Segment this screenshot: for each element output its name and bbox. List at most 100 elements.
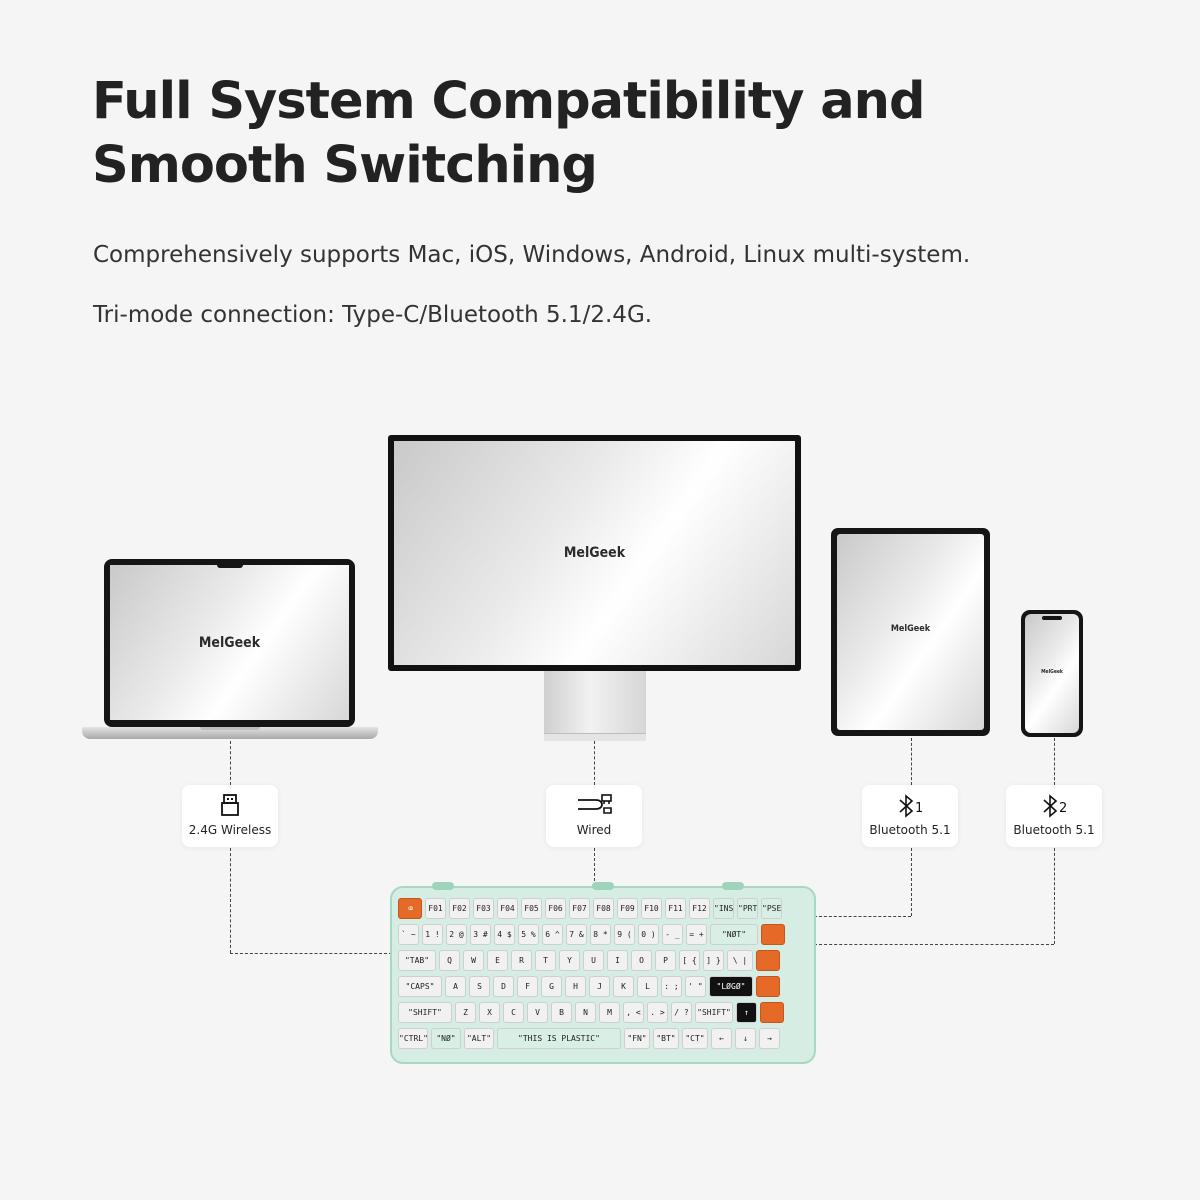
phone-screen: MelGeek	[1025, 614, 1079, 733]
keyboard-key: M	[599, 1002, 620, 1023]
keyboard-key: "FN"	[624, 1028, 650, 1049]
keyboard-key: "SHIFT"	[695, 1002, 733, 1023]
keyboard-key: T	[535, 950, 556, 971]
keyboard-key: W	[463, 950, 484, 971]
phone-dynamic-island	[1042, 616, 1062, 620]
tablet-screen: MelGeek	[837, 534, 984, 730]
keyboard-key: "BT"	[653, 1028, 679, 1049]
keyboard-key: "INS"	[713, 898, 734, 919]
keyboard-row: ` ~1 !2 @3 #4 $5 %6 ^7 &8 *9 (0 )- _= +"…	[398, 924, 808, 946]
keyboard-key: "ALT"	[464, 1028, 494, 1049]
keyboard-key: Y	[559, 950, 580, 971]
keyboard-key: ` ~	[398, 924, 419, 945]
connector-laptop-down	[230, 848, 231, 953]
keyboard-key	[756, 950, 780, 971]
keyboard-key: H	[565, 976, 586, 997]
keyboard-key: "THIS IS PLASTIC"	[497, 1028, 621, 1049]
laptop-base-slot	[200, 727, 260, 730]
title-line-2: Smooth Switching	[92, 136, 598, 195]
keyboard-key: "CAPS"	[398, 976, 442, 997]
keyboard-key: G	[541, 976, 562, 997]
keyboard-key: O	[631, 950, 652, 971]
keyboard-key: 7 &	[566, 924, 587, 945]
keyboard-key: F12	[689, 898, 710, 919]
keyboard-key: 1 !	[422, 924, 443, 945]
keyboard-knob	[592, 882, 614, 890]
keyboard-key: ↑	[736, 1002, 757, 1023]
connector-laptop-badge	[230, 741, 231, 785]
keyboard-key: →	[759, 1028, 780, 1049]
title-line-1: Full System Compatibility and	[92, 72, 925, 131]
keyboard-key: "NØT"	[710, 924, 758, 945]
keyboard-key: F	[517, 976, 538, 997]
keyboard-key: "PRT"	[737, 898, 758, 919]
laptop-screen: MelGeek	[110, 565, 349, 720]
keyboard-row: "CTRL""NØ""ALT""THIS IS PLASTIC""FN""BT"…	[398, 1028, 808, 1050]
keyboard-key: K	[613, 976, 634, 997]
keyboard-key: 4 $	[494, 924, 515, 945]
keyboard-key: 6 ^	[542, 924, 563, 945]
monitor-screen: MelGeek	[394, 441, 795, 665]
keyboard-key: F05	[521, 898, 542, 919]
badge-bluetooth-1: 1 Bluetooth 5.1	[862, 785, 958, 847]
keyboard-key: F04	[497, 898, 518, 919]
keyboard-key: ' "	[685, 976, 706, 997]
connector-phone-down	[1054, 848, 1055, 944]
keyboard-key: I	[607, 950, 628, 971]
keyboard-key: F11	[665, 898, 686, 919]
keyboard-key: J	[589, 976, 610, 997]
keyboard-key: "SHIFT"	[398, 1002, 452, 1023]
keyboard-knob	[432, 882, 454, 890]
keyboard-key: F08	[593, 898, 614, 919]
badge-label: Bluetooth 5.1	[869, 823, 951, 837]
keyboard-key: "LØGØ"	[709, 976, 753, 997]
keyboard-key: Z	[455, 1002, 476, 1023]
subtitle-systems: Comprehensively supports Mac, iOS, Windo…	[93, 242, 971, 268]
keyboard-key: F06	[545, 898, 566, 919]
connector-monitor-keyboard	[594, 848, 595, 886]
keyboard-key: = +	[686, 924, 707, 945]
keyboard-key: F02	[449, 898, 470, 919]
keyboard-key: / ?	[671, 1002, 692, 1023]
monitor-foot	[544, 733, 646, 741]
connector-laptop-keyboard	[230, 953, 392, 954]
keyboard-key	[756, 976, 780, 997]
laptop-brand: MelGeek	[198, 634, 261, 651]
keyboard-key: V	[527, 1002, 548, 1023]
connector-monitor-badge	[594, 741, 595, 785]
keyboard-key: S	[469, 976, 490, 997]
keyboard-key: F09	[617, 898, 638, 919]
keyboard-key: Q	[439, 950, 460, 971]
keyboard-key: D	[493, 976, 514, 997]
keyboard-key: F10	[641, 898, 662, 919]
keyboard-key: ↓	[735, 1028, 756, 1049]
keyboard-key: R	[511, 950, 532, 971]
keyboard-key	[760, 1002, 784, 1023]
keyboard-key: L	[637, 976, 658, 997]
badge-bluetooth-2: 2 Bluetooth 5.1	[1006, 785, 1102, 847]
keyboard-key: B	[551, 1002, 572, 1023]
keyboard-key: X	[479, 1002, 500, 1023]
keyboard-key: F01	[425, 898, 446, 919]
keyboard-key: "CT"	[682, 1028, 708, 1049]
keyboard-key: "PSE"	[761, 898, 782, 919]
keyboard-key: P	[655, 950, 676, 971]
bluetooth-icon: 2	[1006, 793, 1102, 819]
keyboard-key: : ;	[661, 976, 682, 997]
svg-text:1: 1	[915, 801, 923, 816]
tablet-brand: MelGeek	[890, 624, 931, 634]
badge-label: Wired	[576, 823, 612, 837]
phone-brand: MelGeek	[1041, 668, 1063, 675]
keyboard-key: . >	[647, 1002, 668, 1023]
connector-phone-badge	[1054, 738, 1055, 785]
badge-2.4g-wireless: 2.4G Wireless	[182, 785, 278, 847]
keyboard-key: F07	[569, 898, 590, 919]
keyboard-key: "CTRL"	[398, 1028, 428, 1049]
connector-tablet-keyboard	[814, 916, 911, 917]
bluetooth-icon: 1	[862, 793, 958, 819]
